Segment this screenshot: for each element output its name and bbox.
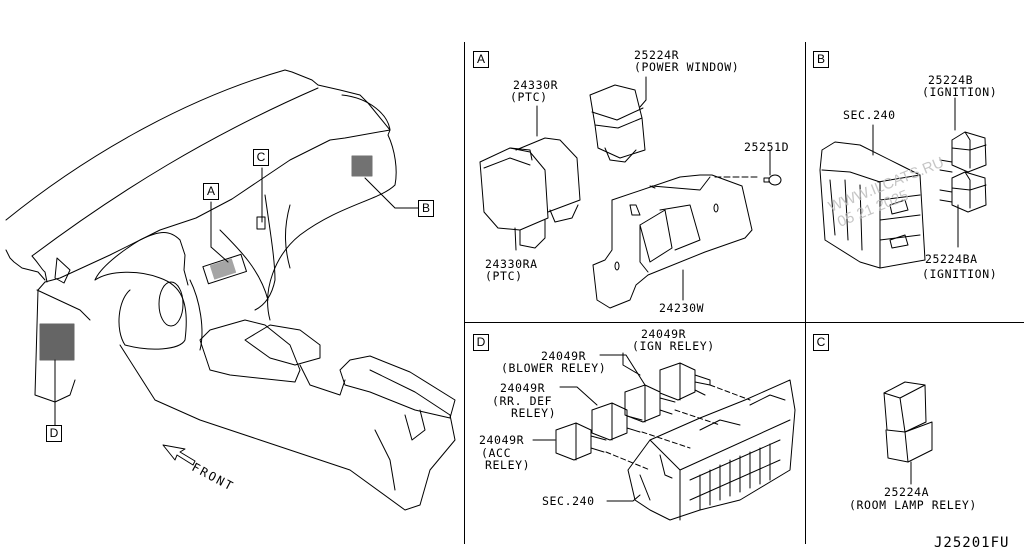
panel-d-tag: D bbox=[473, 334, 489, 351]
panel-a-tag: A bbox=[473, 51, 489, 68]
part-desc-ptc-1: (PTC) bbox=[510, 90, 548, 104]
part-number-25224a[interactable]: 25224A bbox=[884, 485, 930, 499]
diagram-code: J25201FU bbox=[934, 535, 1010, 551]
dashboard-illustration bbox=[5, 69, 456, 511]
part-desc-room-lamp-relay: (ROOM LAMP RELEY) bbox=[849, 498, 977, 512]
front-arrow-icon bbox=[162, 444, 196, 466]
panel-a-illustration bbox=[479, 76, 782, 309]
part-desc-rr-def: (RR. DEF bbox=[492, 394, 553, 408]
part-number-24330r[interactable]: 24330R bbox=[513, 78, 559, 92]
panel-divider-horizontal bbox=[464, 322, 1024, 323]
part-number-24049r-rr-def[interactable]: 24049R bbox=[500, 381, 546, 395]
part-desc-acc: (ACC bbox=[481, 446, 512, 460]
panel-divider-vertical-left bbox=[464, 42, 465, 544]
sec-240-reference-b[interactable]: SEC.240 bbox=[843, 108, 896, 122]
sec-240-reference-d[interactable]: SEC.240 bbox=[542, 494, 595, 508]
part-number-24049r-blower[interactable]: 24049R bbox=[541, 349, 587, 363]
overview-callout-c[interactable]: C bbox=[253, 149, 269, 166]
part-number-24330ra[interactable]: 24330RA bbox=[485, 257, 538, 271]
panel-b-illustration bbox=[819, 97, 987, 269]
part-number-25224ba[interactable]: 25224BA bbox=[925, 252, 978, 266]
panel-d-illustration bbox=[532, 352, 796, 521]
part-desc-ptc-2: (PTC) bbox=[485, 269, 523, 283]
part-number-25224r[interactable]: 25224R bbox=[634, 48, 680, 62]
panel-b-tag: B bbox=[813, 51, 829, 68]
panel-divider-vertical-right bbox=[805, 42, 806, 544]
part-number-25251d[interactable]: 25251D bbox=[744, 140, 790, 154]
part-desc-blower-relay: (BLOWER RELEY) bbox=[501, 361, 607, 375]
panel-c-illustration bbox=[883, 381, 933, 485]
part-number-24049r-ign[interactable]: 24049R bbox=[641, 327, 687, 341]
part-desc-acc-relay: RELEY) bbox=[485, 458, 531, 472]
part-number-24230w[interactable]: 24230W bbox=[659, 301, 705, 315]
overview-callout-b[interactable]: B bbox=[418, 200, 434, 217]
part-desc-ignition-1: (IGNITION) bbox=[922, 85, 998, 99]
panel-c-tag: C bbox=[813, 334, 829, 351]
overview-callout-d[interactable]: D bbox=[46, 425, 62, 442]
part-desc-ign-relay: (IGN RELEY) bbox=[632, 339, 715, 353]
part-desc-rr-def-relay: RELEY) bbox=[511, 406, 557, 420]
part-number-24049r-acc[interactable]: 24049R bbox=[479, 433, 525, 447]
part-desc-ignition-2: (IGNITION) bbox=[922, 267, 998, 281]
part-desc-power-window: (POWER WINDOW) bbox=[634, 60, 740, 74]
part-number-25224b[interactable]: 25224B bbox=[928, 73, 974, 87]
overview-callout-a[interactable]: A bbox=[203, 183, 219, 200]
